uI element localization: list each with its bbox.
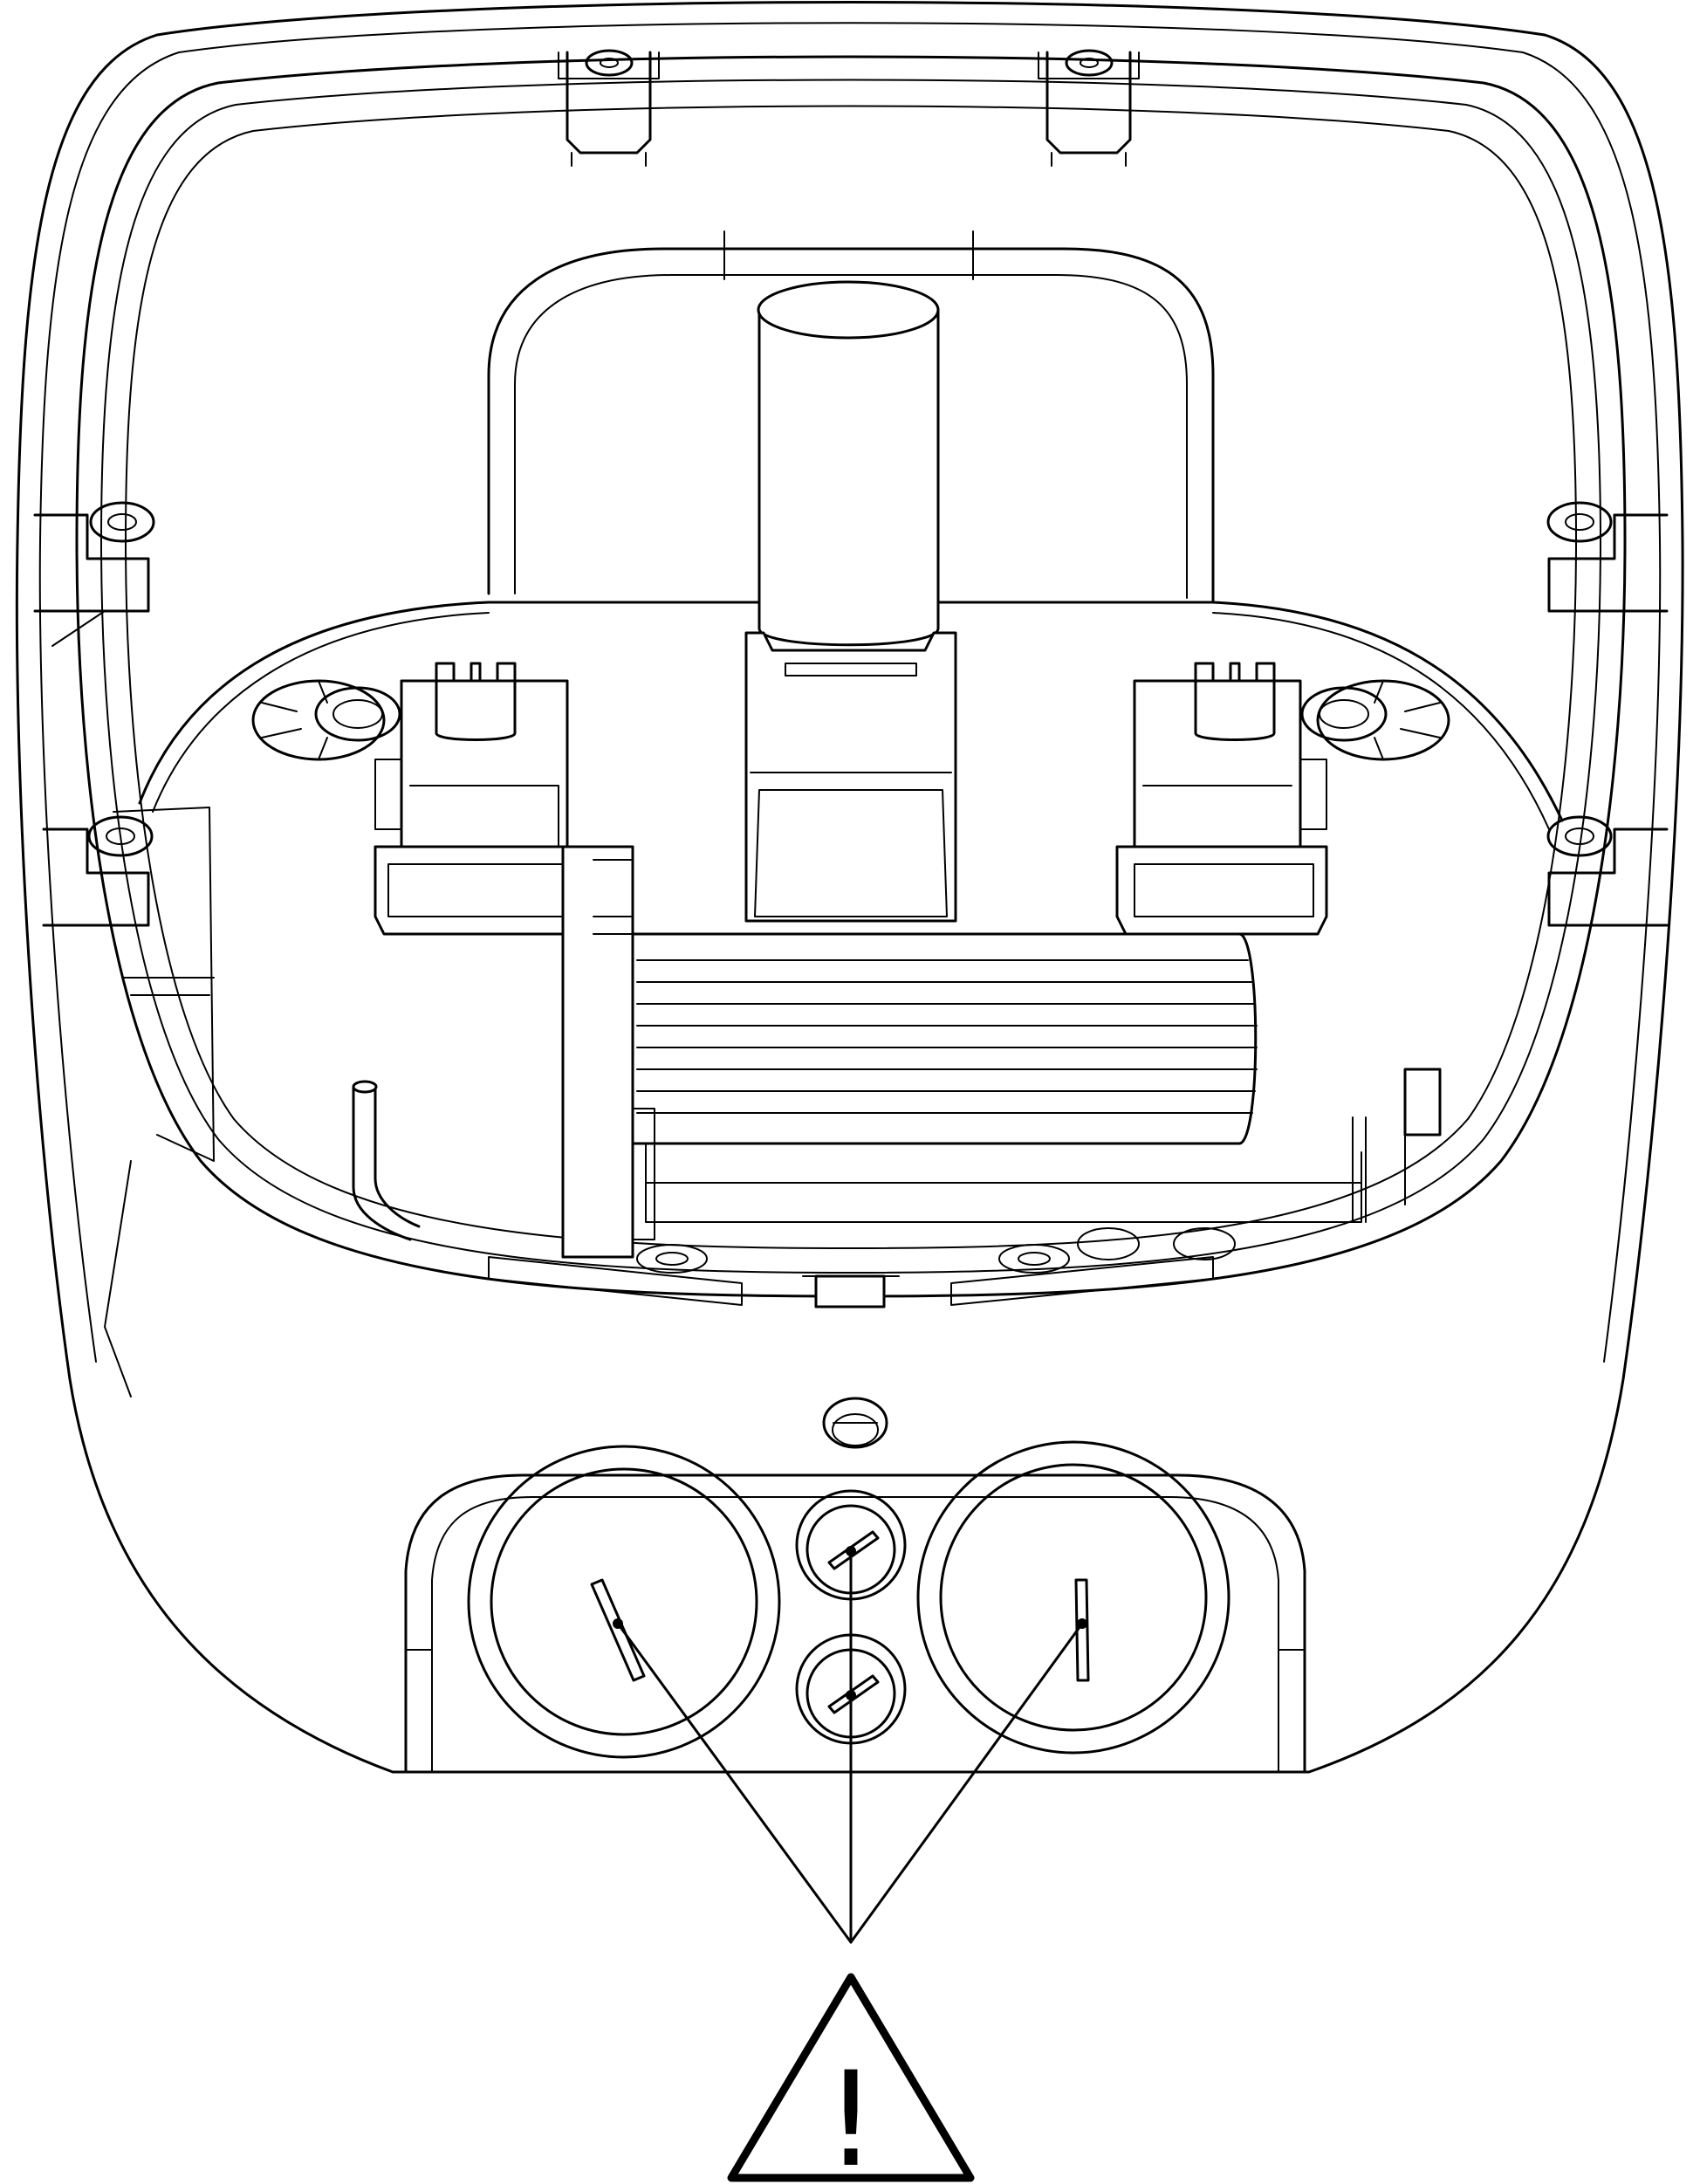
vertical-spacer-block bbox=[561, 845, 655, 1259]
star-mount-right bbox=[1300, 679, 1450, 761]
inner-recess-rim bbox=[75, 55, 1627, 1298]
front-control-panel bbox=[404, 1473, 1306, 1774]
left-wall-block bbox=[113, 807, 215, 1162]
side-mounting-post-right-upper bbox=[1546, 501, 1669, 613]
finned-coil bbox=[627, 932, 1362, 1223]
dial-right bbox=[916, 1440, 1230, 1755]
back-shroud bbox=[487, 230, 1215, 604]
front-screw bbox=[822, 1397, 888, 1449]
warning-triangle-icon bbox=[727, 1973, 975, 2182]
side-mounting-post-left-upper bbox=[33, 501, 155, 647]
central-connector-block bbox=[744, 631, 957, 923]
top-mounting-clip-left bbox=[558, 49, 660, 167]
right-latch-bracket bbox=[1115, 662, 1328, 936]
right-pillar bbox=[1352, 1068, 1442, 1223]
callout-leader-lines bbox=[616, 1549, 1084, 1944]
central-cylinder-post bbox=[757, 280, 940, 647]
warning-symbol: ! bbox=[825, 2044, 877, 2184]
side-mounting-post-left-lower bbox=[42, 815, 154, 927]
side-mounting-post-right-lower bbox=[1546, 815, 1669, 927]
warning-triangle: ! bbox=[727, 1973, 975, 2184]
guide-pin-left bbox=[352, 1080, 421, 1241]
dial-left bbox=[467, 1445, 781, 1759]
floor-screw-bosses bbox=[636, 1227, 1236, 1274]
star-mount-left bbox=[251, 679, 401, 761]
top-mounting-clip-right bbox=[1038, 49, 1140, 167]
front-rim-notch bbox=[488, 1256, 1214, 1308]
knob-upper bbox=[795, 1489, 907, 1601]
